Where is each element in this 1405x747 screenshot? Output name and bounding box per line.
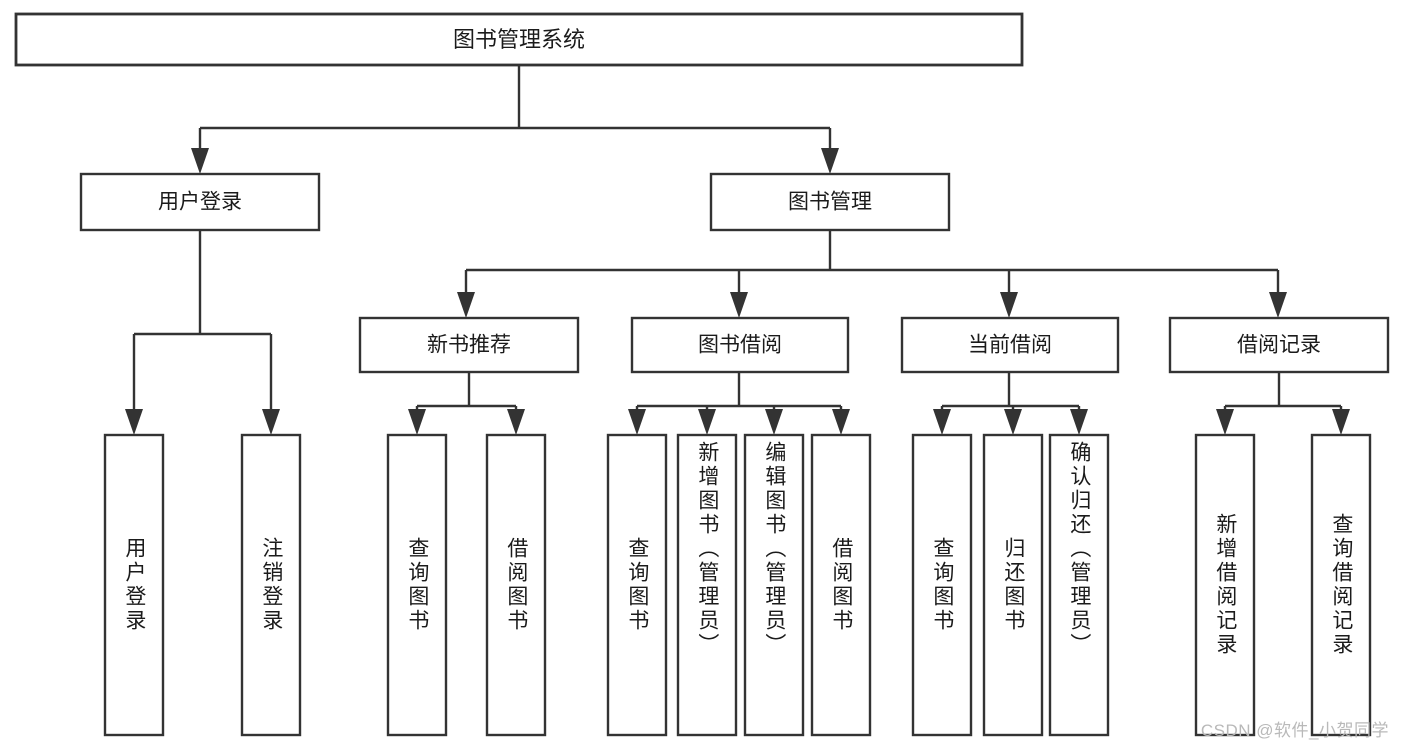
node-root[interactable]: 图书管理系统 xyxy=(14,12,1024,67)
leaf-borrow-book-1-box[interactable] xyxy=(485,433,547,737)
arrow-head-leaf-add-book-admin xyxy=(698,409,716,435)
leaf-logout-box[interactable] xyxy=(240,433,302,737)
connector-group-user-login xyxy=(125,230,280,435)
node-root-label: 图书管理系统 xyxy=(453,27,585,52)
arrow-head-leaf-borrow-book-1 xyxy=(507,409,525,435)
arrow-head-current-borrow xyxy=(1000,292,1018,318)
connector-group-borrow-record xyxy=(1216,372,1350,435)
arrow-head-leaf-confirm-return-admin xyxy=(1070,409,1088,435)
arrow-head-leaf-logout xyxy=(262,409,280,435)
arrow-head-leaf-query-book-1 xyxy=(408,409,426,435)
connector-group-book-manage xyxy=(457,230,1287,318)
leaf-boxes xyxy=(103,433,1372,737)
arrow-head-leaf-query-book-3 xyxy=(933,409,951,435)
leaf-query-book-1-box[interactable] xyxy=(386,433,448,737)
node-current-borrow-box[interactable] xyxy=(900,316,1120,374)
arrow-head-book-borrow xyxy=(730,292,748,318)
arrow-head-leaf-borrow-book-2 xyxy=(832,409,850,435)
node-borrow-record-label: 借阅记录 xyxy=(1237,334,1321,357)
arrow-head-user-login xyxy=(191,148,209,174)
arrow-head-leaf-query-borrow-record xyxy=(1332,409,1350,435)
node-user-login[interactable]: 用户登录 xyxy=(79,172,321,232)
connector-group-book-borrow xyxy=(628,372,850,435)
arrow-head-borrow-record xyxy=(1269,292,1287,318)
node-book-borrow-label: 图书借阅 xyxy=(698,334,782,357)
leaf-add-book-admin-box[interactable] xyxy=(676,433,738,737)
leaf-borrow-book-2-box[interactable] xyxy=(810,433,872,737)
node-new-book-recommend[interactable]: 新书推荐 xyxy=(358,316,580,374)
connector-group-current-borrow xyxy=(933,372,1088,435)
node-current-borrow[interactable]: 当前借阅 xyxy=(900,316,1120,374)
arrow-head-leaf-return-book xyxy=(1004,409,1022,435)
arrow-head-new-book-recommend xyxy=(457,292,475,318)
arrow-head-leaf-add-borrow-record xyxy=(1216,409,1234,435)
node-new-book-recommend-box[interactable] xyxy=(358,316,580,374)
leaf-return-book-box[interactable] xyxy=(982,433,1044,737)
node-borrow-record[interactable]: 借阅记录 xyxy=(1168,316,1390,374)
leaf-query-borrow-record-box[interactable] xyxy=(1310,433,1372,737)
arrow-head-leaf-edit-book-admin xyxy=(765,409,783,435)
node-book-manage-box[interactable] xyxy=(709,172,951,232)
arrow-head-leaf-user-login xyxy=(125,409,143,435)
node-book-manage[interactable]: 图书管理 xyxy=(709,172,951,232)
node-book-manage-label: 图书管理 xyxy=(788,191,872,214)
connector-group-new-book-recommend xyxy=(408,372,525,435)
node-book-borrow[interactable]: 图书借阅 xyxy=(630,316,850,374)
node-borrow-record-box[interactable] xyxy=(1168,316,1390,374)
node-new-book-recommend-label: 新书推荐 xyxy=(427,334,511,357)
node-root-box[interactable] xyxy=(14,12,1024,67)
connector-group-root xyxy=(191,65,839,174)
leaf-query-book-3-box[interactable] xyxy=(911,433,973,737)
leaf-query-book-2-box[interactable] xyxy=(606,433,668,737)
node-user-login-box[interactable] xyxy=(79,172,321,232)
leaf-edit-book-admin-box[interactable] xyxy=(743,433,805,737)
node-current-borrow-label: 当前借阅 xyxy=(968,334,1052,357)
node-book-borrow-box[interactable] xyxy=(630,316,850,374)
leaf-confirm-return-admin-box[interactable] xyxy=(1048,433,1110,737)
leaf-user-login-box[interactable] xyxy=(103,433,165,737)
node-user-login-label: 用户登录 xyxy=(158,191,242,214)
leaf-add-borrow-record-box[interactable] xyxy=(1194,433,1256,737)
arrow-head-book-manage xyxy=(821,148,839,174)
arrow-head-leaf-query-book-2 xyxy=(628,409,646,435)
